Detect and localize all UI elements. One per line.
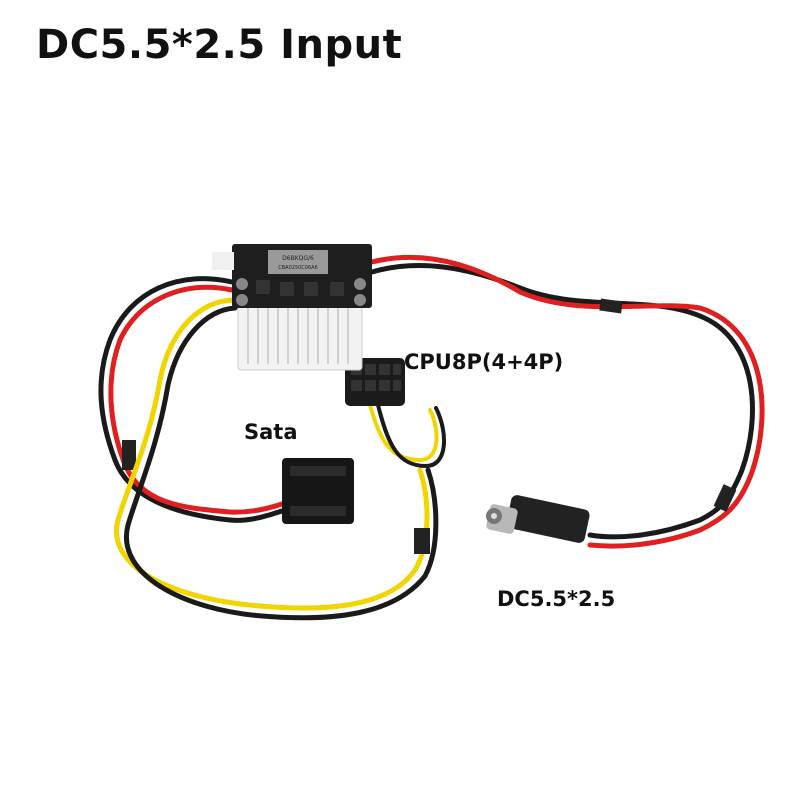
- cpu-8p-label: CPU8P(4+4P): [404, 350, 564, 374]
- yellow-black-cable: [114, 297, 439, 621]
- sata-connector: [282, 458, 354, 524]
- dc-input-cable: [369, 254, 765, 549]
- product-title: DC5.5*2.5 Input: [36, 22, 403, 68]
- board-sticker-line1: D6BKQG/6: [282, 255, 314, 262]
- dc-barrel-jack: [486, 495, 590, 543]
- cable-sleeve: [599, 298, 623, 314]
- cable-sleeve: [122, 440, 136, 470]
- dc-jack-label: DC5.5*2.5: [497, 587, 616, 611]
- board-sticker-line2: CBA0250C06A6: [278, 265, 318, 271]
- sata-cable: [98, 276, 288, 523]
- cable-sleeve: [713, 484, 737, 512]
- atx-24pin-connector: [237, 301, 363, 371]
- cable-sleeve: [414, 528, 430, 554]
- sata-label: Sata: [244, 420, 298, 444]
- psu-pcb-board: D6BKQG/6 CBA0250C06A6: [212, 244, 372, 308]
